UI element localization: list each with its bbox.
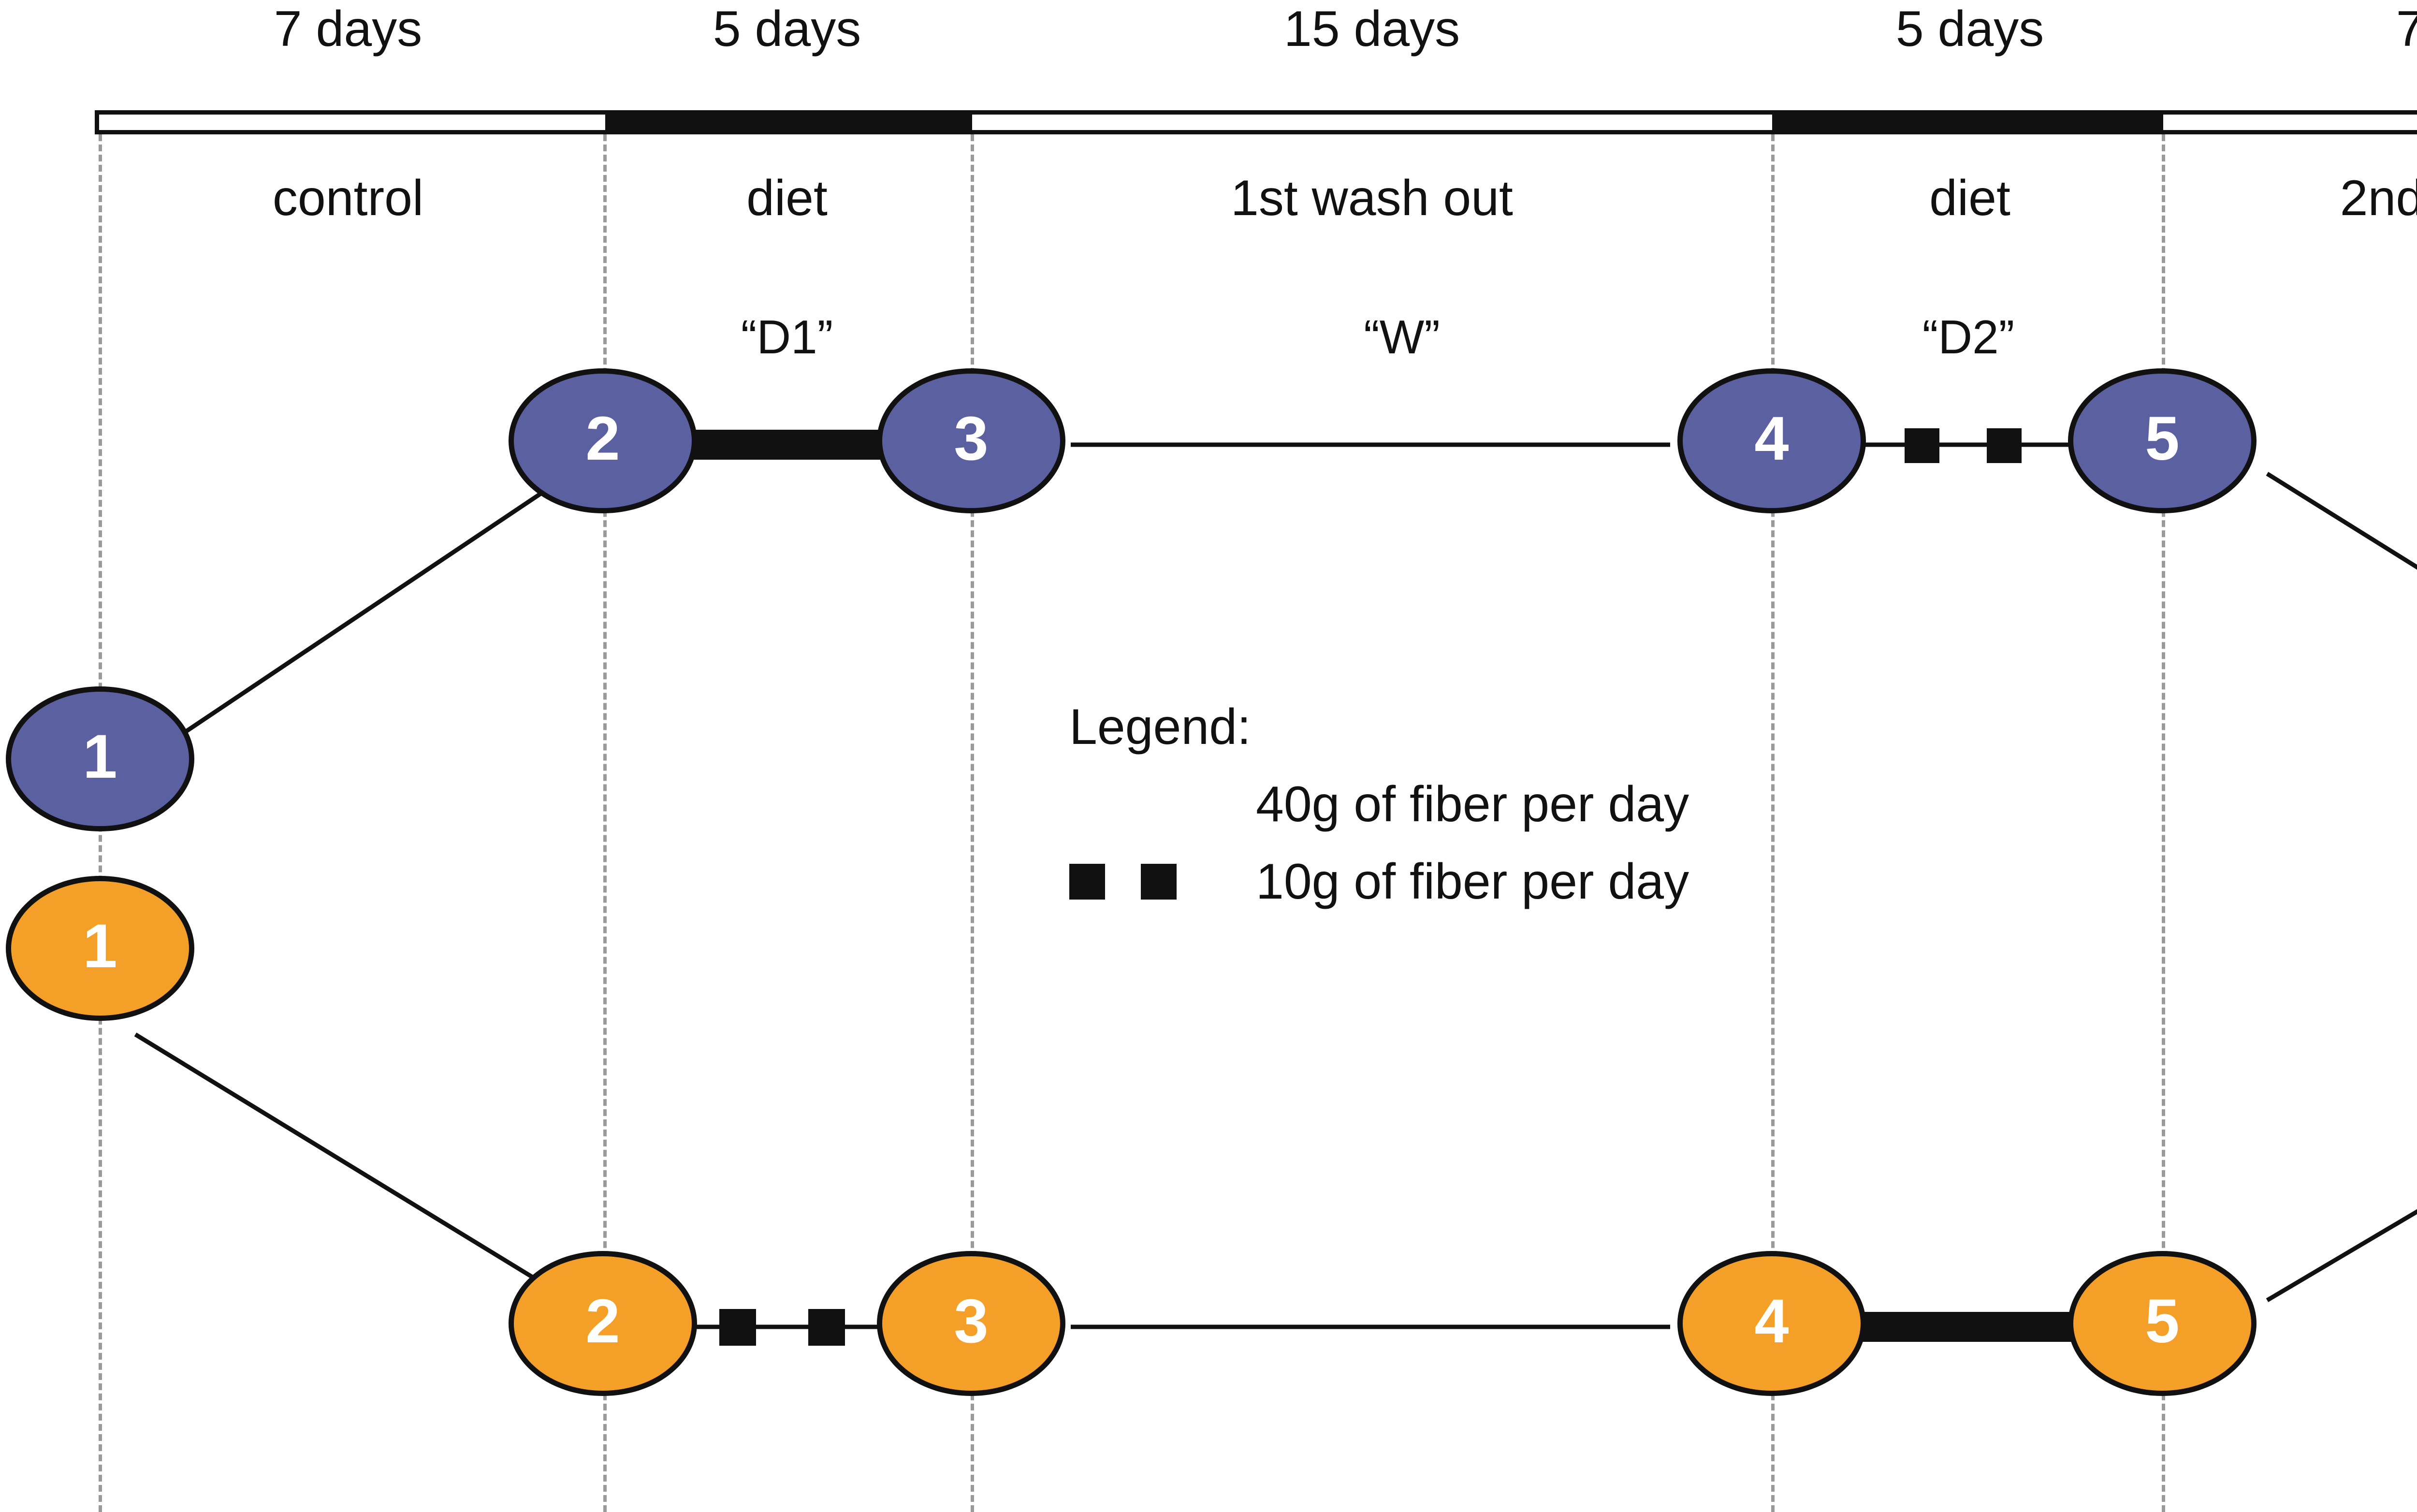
node-orange-5[interactable]: 5 [2068, 1251, 2257, 1396]
phase-label-washout1: 1st wash out [1231, 170, 1513, 226]
node-orange-4[interactable]: 4 [1677, 1251, 1866, 1396]
legend-item-label: 10g of fiber per day [1256, 854, 1689, 910]
phase-label-diet1: diet [746, 170, 828, 226]
duration-label-washout2: 7 days [2396, 1, 2417, 57]
node-label: 1 [83, 722, 117, 791]
legend-title: Legend: [1069, 699, 1251, 755]
edge-orange-2-3-square-b [808, 1309, 845, 1346]
node-label: 3 [954, 404, 989, 473]
node-label: 2 [585, 1287, 620, 1356]
dashed-bar-icon [1069, 864, 1214, 900]
legend-item-10g: 10g of fiber per day [1069, 857, 1689, 907]
duration-label-diet2: 5 days [1895, 1, 2044, 57]
node-label: 4 [1754, 404, 1789, 473]
node-label: 5 [2145, 1287, 2180, 1356]
phase-label-diet2: diet [1929, 170, 2010, 226]
legend-item-label: 40g of fiber per day [1256, 776, 1689, 832]
bar-segment-control [99, 115, 605, 130]
legend-item-40g: 40g of fiber per day [1069, 779, 1689, 829]
node-blue-2[interactable]: 2 [509, 368, 697, 513]
bar-segment-diet1 [605, 115, 973, 130]
node-label: 3 [954, 1287, 989, 1356]
node-blue-4[interactable]: 4 [1677, 368, 1866, 513]
node-orange-1[interactable]: 1 [6, 876, 194, 1021]
edge-orange-2-3-square-a [719, 1309, 756, 1346]
edge-orange-1-2 [134, 1032, 572, 1302]
guideline-visit-4 [1771, 134, 1775, 1512]
solid-bar-icon [1069, 786, 1214, 822]
node-blue-5[interactable]: 5 [2068, 368, 2257, 513]
code-label-diet2: “D2” [1922, 310, 2015, 363]
legend: Legend: 40g of fiber per day 10g of fibe… [1069, 702, 1689, 907]
edge-blue-4-5-square-b [1987, 428, 2022, 463]
bar-segment-washout2 [2163, 115, 2417, 130]
node-label: 1 [83, 912, 117, 981]
edge-blue-5-6 [2266, 472, 2417, 570]
duration-label-diet1: 5 days [713, 1, 861, 57]
phase-label-control: control [272, 170, 424, 226]
guideline-visit-5 [2162, 134, 2165, 1512]
node-label: 2 [585, 404, 620, 473]
timeline-bar [95, 110, 2417, 134]
bar-segment-washout1 [972, 115, 1772, 130]
node-orange-2[interactable]: 2 [509, 1251, 697, 1396]
node-orange-3[interactable]: 3 [877, 1251, 1065, 1396]
duration-label-washout1: 15 days [1283, 1, 1460, 57]
edge-orange-5-6 [2266, 1209, 2417, 1302]
duration-label-control: 7 days [274, 1, 422, 57]
guideline-visit-3 [971, 134, 974, 1512]
guideline-visit-2 [603, 134, 607, 1512]
node-blue-1[interactable]: 1 [6, 686, 194, 831]
code-label-washout1: “W” [1364, 310, 1440, 363]
node-label: 4 [1754, 1287, 1789, 1356]
node-label: 5 [2145, 404, 2180, 473]
code-label-diet1: “D1” [741, 310, 833, 363]
phase-label-washout2: 2nd wash out [2340, 170, 2417, 226]
edge-blue-4-5-square-a [1905, 428, 1939, 463]
bar-segment-diet2 [1772, 115, 2164, 130]
edge-blue-1-2 [144, 472, 572, 761]
node-blue-3[interactable]: 3 [877, 368, 1065, 513]
